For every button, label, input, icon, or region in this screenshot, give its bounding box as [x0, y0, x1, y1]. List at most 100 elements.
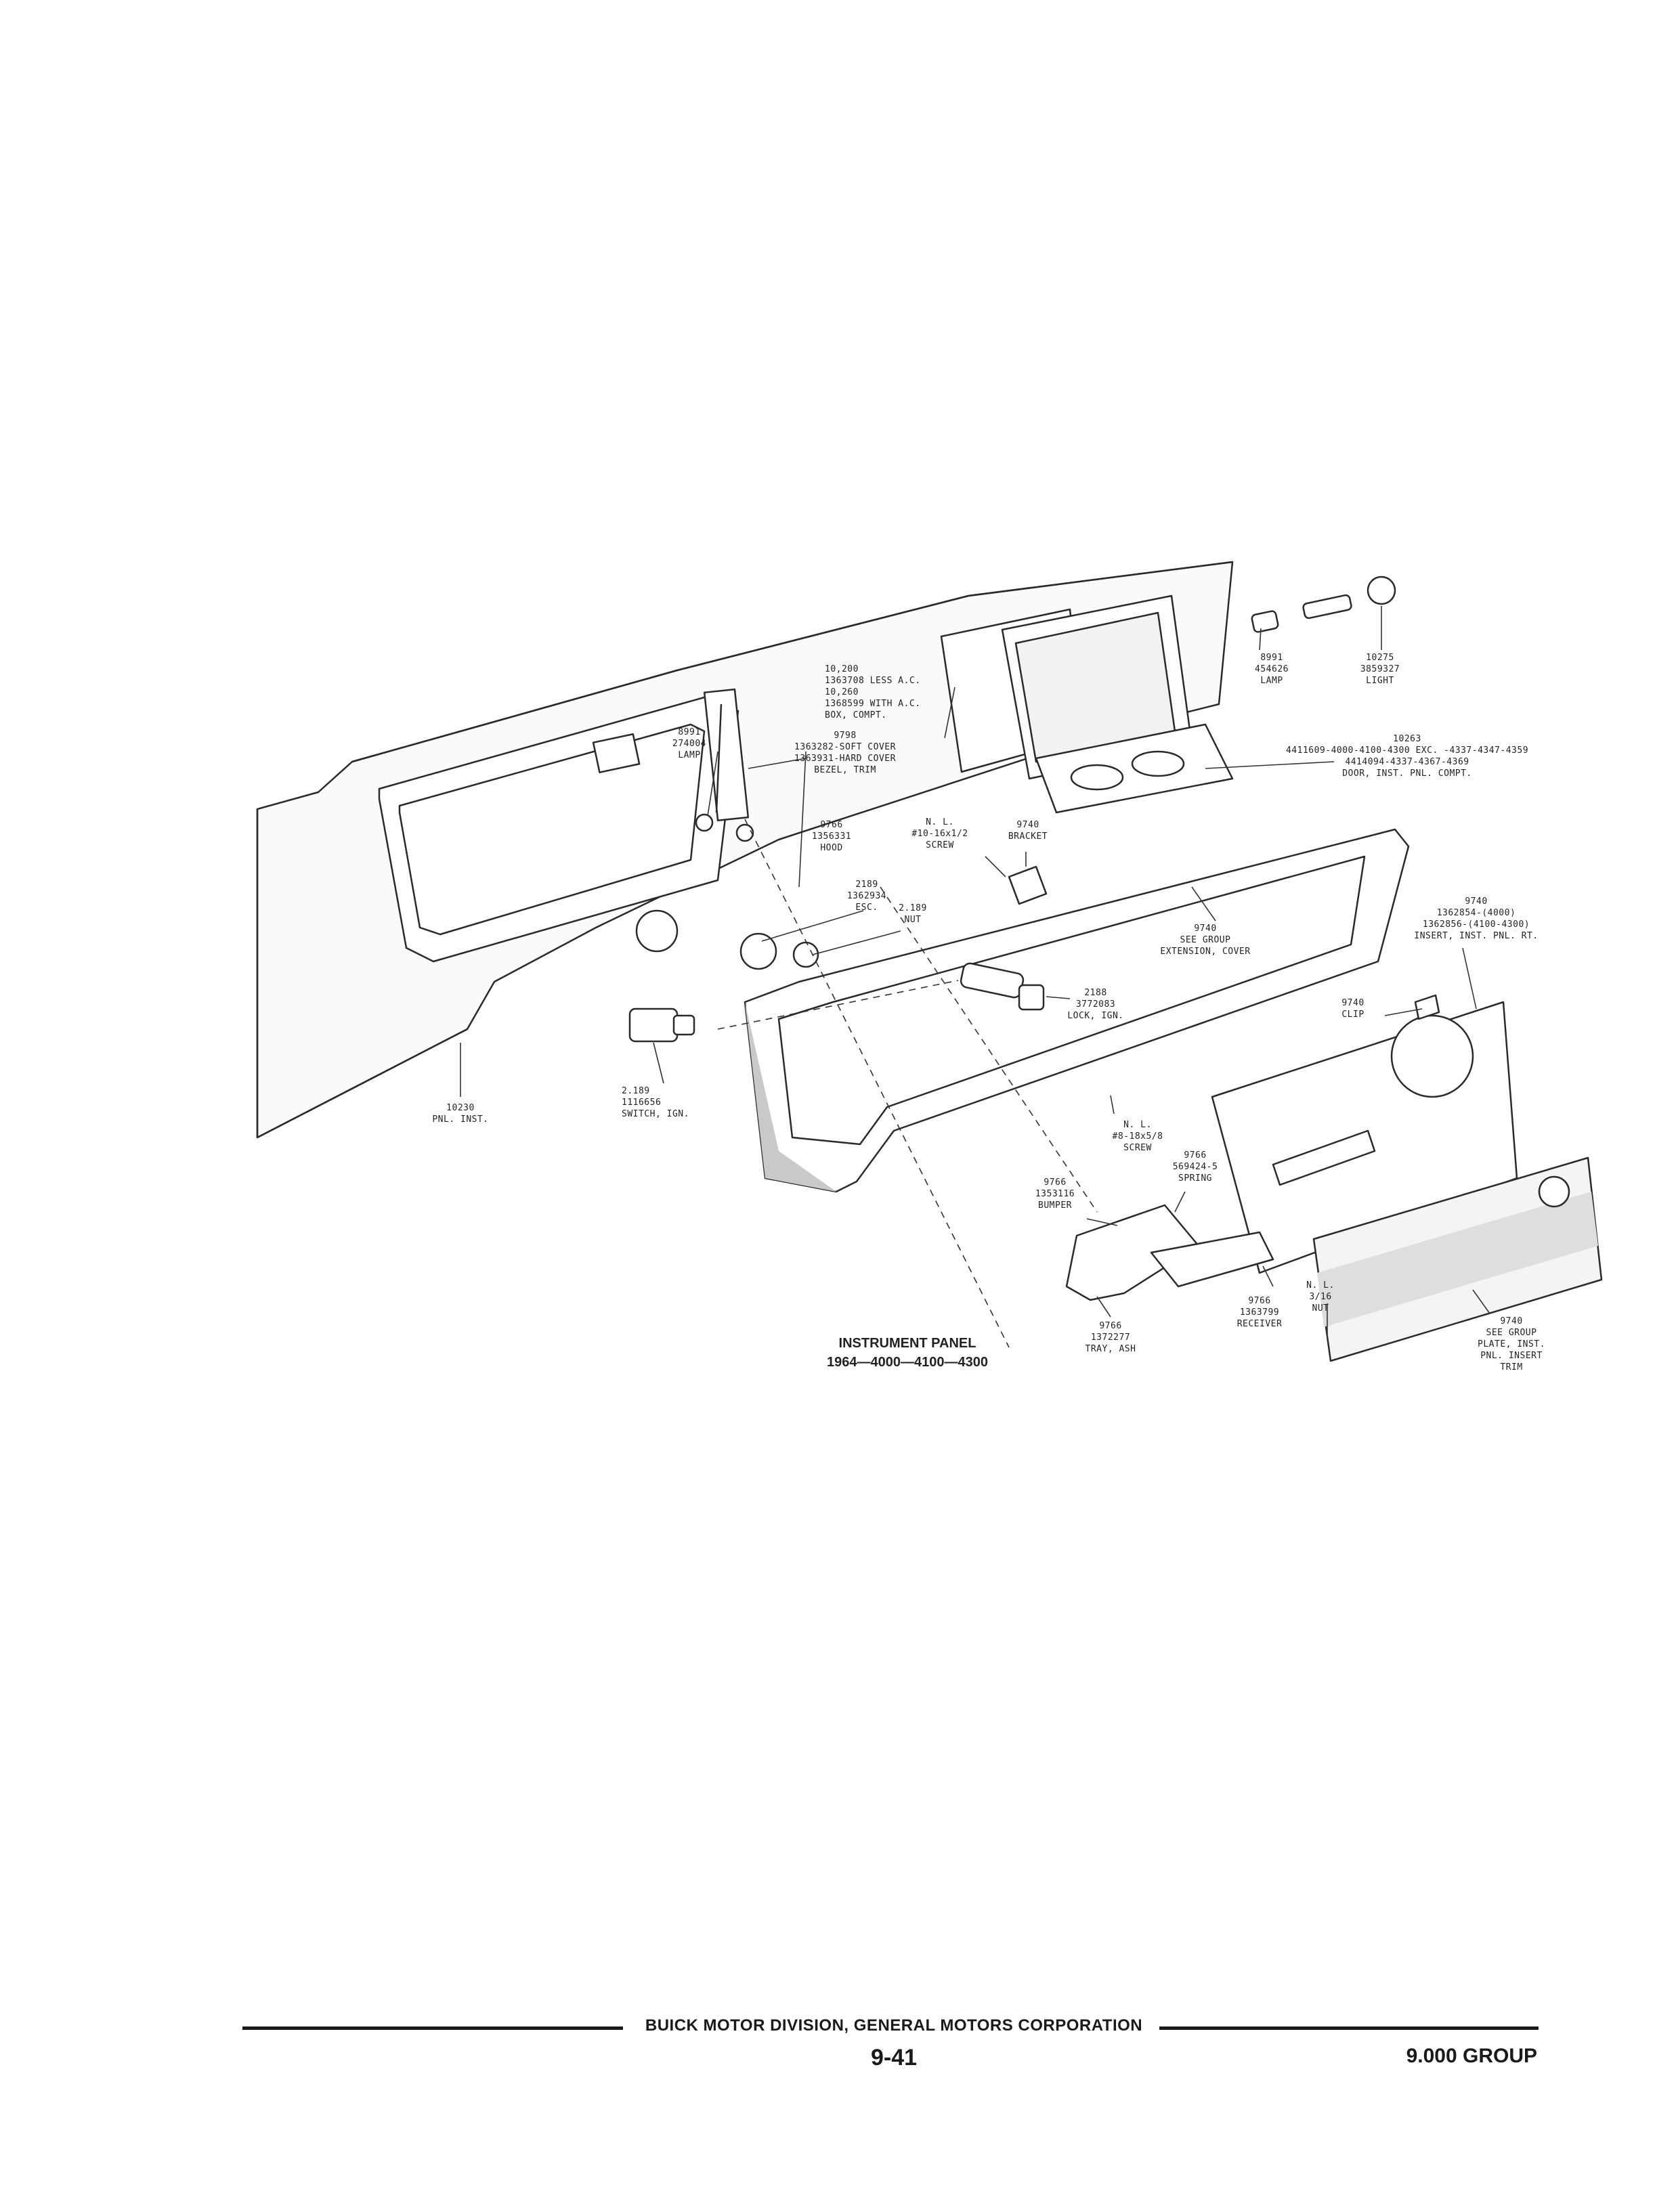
footer-page-number: 9-41	[870, 2045, 918, 2070]
footer-rule-right	[1159, 2026, 1539, 2030]
part-callout-line: 10230	[446, 1103, 475, 1113]
footer-division: BUICK MOTOR DIVISION, GENERAL MOTORS COR…	[645, 2016, 1143, 2035]
part-callout-line: LOCK, IGN.	[1067, 1011, 1123, 1021]
courtesy-light	[1251, 576, 1396, 633]
part-callout-line: 9740	[1341, 998, 1364, 1008]
part-callout-line: HOOD	[820, 843, 842, 853]
part-callout-line: 10,260	[825, 687, 859, 697]
part-callout-line: 1362854-(4000)	[1437, 908, 1516, 918]
part-callout-line: 10263	[1393, 734, 1421, 744]
part-callout-line: BEZEL, TRIM	[814, 765, 876, 775]
ash-tray-receiver	[1150, 1231, 1274, 1288]
clip	[1414, 994, 1440, 1020]
lamp-socket-1	[695, 813, 714, 832]
extension-cover-shade	[745, 1002, 836, 1192]
part-callout-line: 9766	[1099, 1321, 1121, 1331]
part-callout-line: 9740	[1500, 1316, 1522, 1326]
part-callout-line: 1363931-HARD COVER	[794, 754, 896, 764]
part-callout-line: 9766	[1184, 1150, 1206, 1161]
cluster-window	[592, 733, 641, 773]
part-callout-line: 3772083	[1076, 999, 1115, 1010]
diagram-caption-title: INSTRUMENT PANEL	[839, 1336, 976, 1351]
bracket	[1008, 865, 1048, 905]
part-callout-line: N. L.	[1306, 1280, 1335, 1291]
part-callout-line: 10,200	[825, 664, 859, 674]
part-callout-line: PNL. INST.	[432, 1114, 488, 1125]
part-callout-line: 454626	[1255, 664, 1289, 674]
part-callout-line: SCREW	[926, 840, 954, 850]
part-callout-line: BRACKET	[1008, 831, 1048, 842]
part-callout-line: ESC.	[855, 903, 878, 913]
tray-cup-left	[1070, 764, 1124, 791]
part-callout-line: 1362934	[847, 891, 886, 901]
footer-group: 9.000 GROUP	[1406, 2045, 1537, 2067]
ash-tray	[1065, 1204, 1200, 1301]
part-callout-line: NUT	[1312, 1303, 1329, 1314]
part-callout-line: N. L.	[926, 817, 954, 827]
part-callout-line: 8991	[678, 727, 700, 737]
radio-bezel	[703, 688, 750, 822]
part-callout-line: SPRING	[1178, 1173, 1212, 1184]
part-callout-line: SEE GROUP	[1180, 935, 1231, 945]
part-callout-line: TRIM	[1500, 1362, 1522, 1372]
part-callout-line: 1353116	[1035, 1189, 1075, 1199]
part-callout-line: 2189	[855, 880, 878, 890]
part-callout-line: N. L.	[1123, 1120, 1152, 1130]
instrument-panel-line-art	[256, 561, 1603, 1362]
part-callout-line: LIGHT	[1366, 676, 1394, 686]
part-callout-line: CLIP	[1341, 1010, 1364, 1020]
ignition-switch	[628, 1007, 695, 1043]
ignition-lock	[960, 962, 1045, 1011]
part-callout-line: 9740	[1465, 896, 1487, 907]
part-callout-line: 1116656	[622, 1098, 661, 1108]
part-callout-line: 2188	[1084, 988, 1106, 998]
part-callout-line: 4414094-4337-4367-4369	[1345, 757, 1469, 767]
cluster-opening-inner	[398, 723, 706, 936]
part-callout-line: 274004	[672, 739, 706, 749]
part-callout-line: #8-18x5/8	[1113, 1131, 1163, 1142]
part-callout-line: 1362856-(4100-4300)	[1423, 919, 1530, 930]
plate-insert-trim-stripe	[1317, 1192, 1598, 1327]
part-callout-line: 10275	[1366, 653, 1394, 663]
footer-rule-left	[242, 2026, 623, 2030]
plate-emblem	[1538, 1175, 1570, 1208]
part-callout-line: 3859327	[1360, 664, 1400, 674]
extension-cover-inner	[777, 855, 1366, 1146]
part-callout-line: 2.189	[899, 903, 927, 913]
part-callout-line: 3/16	[1309, 1292, 1331, 1302]
part-callout-line: PNL. INSERT	[1480, 1351, 1543, 1361]
part-callout-line: RECEIVER	[1237, 1319, 1283, 1329]
insert-slot	[1272, 1129, 1376, 1186]
part-callout-line: 1363708 LESS A.C.	[825, 676, 921, 686]
part-callout-line: #10-16x1/2	[911, 829, 968, 839]
part-callout-line: BOX, COMPT.	[825, 710, 887, 720]
part-callout-line: 9766	[1248, 1296, 1270, 1306]
part-callout-line: LAMP	[678, 750, 700, 760]
dash-switch-hole	[635, 909, 679, 953]
part-callout-line: INSERT, INST. PNL. RT.	[1414, 931, 1538, 941]
part-callout-line: NUT	[905, 915, 922, 925]
part-callout-line: 9740	[1016, 820, 1039, 830]
ignition-nut	[792, 941, 819, 968]
dash-top-edge	[351, 561, 1233, 763]
